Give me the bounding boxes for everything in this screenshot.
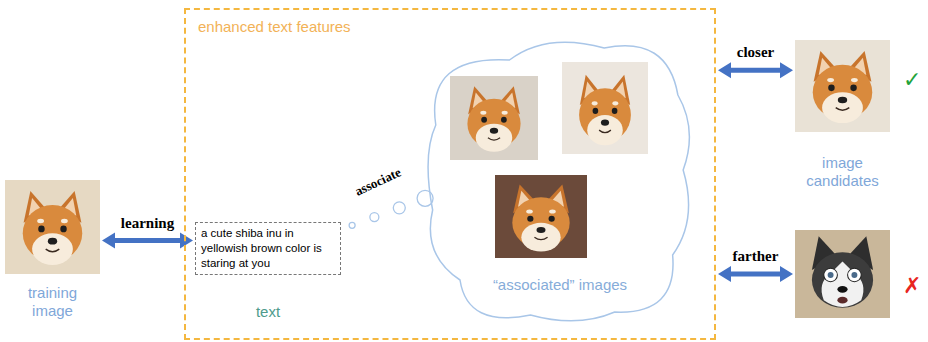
cloud-caption: “associated” images — [420, 276, 700, 293]
caption-text: a cute shiba inu in yellowish brown colo… — [201, 226, 335, 271]
arrow-head — [780, 62, 793, 78]
image-area — [795, 230, 890, 318]
bubble — [393, 202, 405, 214]
frame-title: enhanced text features — [198, 18, 351, 35]
box-label: text — [195, 303, 341, 320]
edge-label-holder: farther — [733, 248, 779, 265]
verdict-mark: ✗ — [903, 274, 921, 298]
arrow-head — [718, 266, 731, 282]
arrow-shaft — [728, 68, 783, 73]
verdict-mark: ✓ — [903, 68, 921, 92]
edge-label-holder: learning — [121, 214, 174, 231]
arrow-head — [102, 233, 115, 249]
husky-photo — [812, 236, 873, 307]
mark-holder: ✗ — [903, 274, 921, 298]
edge-label: learning — [121, 214, 174, 231]
arrow-shaft — [112, 238, 183, 243]
image-caption: training image — [13, 284, 93, 320]
photo-ground — [450, 76, 538, 160]
double-arrow — [102, 233, 193, 249]
edge-label: closer — [737, 44, 774, 61]
arrow-shaft — [728, 272, 783, 277]
arrow-head — [180, 233, 193, 249]
edge-label-holder: associate — [352, 164, 403, 199]
mark-holder: ✓ — [903, 68, 921, 92]
bubble — [370, 213, 379, 222]
edge-label-holder: closer — [737, 44, 774, 61]
photo-ground — [795, 40, 890, 132]
image-area — [5, 182, 100, 276]
shiba-photo — [23, 191, 83, 265]
bubble — [349, 222, 355, 228]
image-node: ✗ — [795, 228, 925, 320]
cloud-label-holder: “associated” images — [420, 276, 700, 293]
shiba-photo — [512, 184, 569, 251]
photo-ground — [795, 230, 890, 318]
image-node: training image — [5, 180, 101, 320]
arrow-head — [718, 62, 731, 78]
frame-label-holder: enhanced text features — [198, 18, 351, 35]
photo-ground — [495, 175, 587, 258]
double-arrow — [718, 62, 793, 78]
text-box: a cute shiba inu in yellowish brown colo… — [195, 222, 341, 320]
shiba-photo — [813, 51, 873, 123]
photo-ground — [562, 62, 648, 154]
edge-label: associate — [352, 164, 403, 199]
image-caption: image candidates — [801, 154, 885, 190]
image-node: image candidates ✓ — [795, 38, 925, 190]
edge-label: farther — [733, 248, 779, 265]
caption-box: a cute shiba inu in yellowish brown colo… — [195, 222, 341, 275]
double-arrow — [718, 266, 793, 282]
arrow-head — [780, 266, 793, 282]
shiba-photo — [579, 75, 631, 146]
feature-frame: enhanced text features a cute shiba inu i… — [184, 8, 716, 340]
thought-cloud: “associated” images — [420, 30, 700, 330]
photo-ground — [5, 180, 100, 274]
shiba-photo — [467, 86, 520, 152]
image-area — [795, 40, 890, 132]
